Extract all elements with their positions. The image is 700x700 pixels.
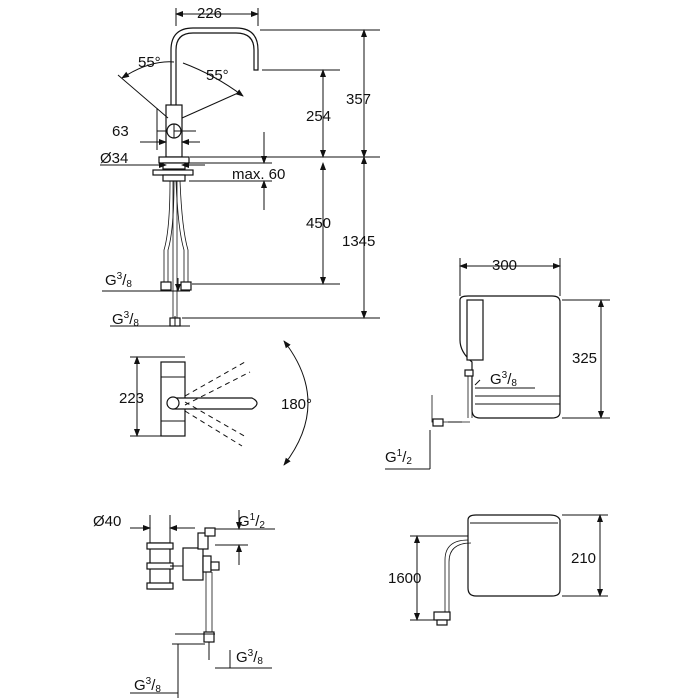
heater-side-body	[467, 514, 561, 597]
valve-diameter-label: Ø40	[93, 513, 121, 530]
valve-assembly: Ø40 G1/2 G3/8 G3/8	[93, 510, 275, 698]
dim-height-total: 357	[346, 91, 371, 108]
angle-arc-right	[182, 62, 244, 97]
angle-left-label: 55°	[138, 54, 161, 71]
dim-heater-width: 300	[492, 257, 517, 274]
dim-hose-length: 450	[306, 215, 331, 232]
dim-diameter: Ø34	[100, 150, 128, 167]
faucet-top-view: 180° 223	[119, 340, 312, 466]
heater-inlet-label: G1/2	[385, 448, 412, 467]
dim-cable-length: 1600	[388, 570, 421, 587]
top-view-spout	[172, 397, 258, 410]
dim-depth: 223	[119, 390, 144, 407]
dim-spout-height: 254	[306, 108, 331, 125]
faucet-hoses	[160, 180, 192, 327]
valve-top-conn-label: G1/2	[238, 512, 265, 531]
angle-arc-left	[121, 61, 175, 79]
heater-cable	[444, 539, 469, 612]
conn-upper-label: G3/8	[105, 271, 132, 290]
dim-heater-depth: 210	[571, 550, 596, 567]
faucet-side-view: 226 55° 55° 357 254 63 Ø34 max. 60	[100, 5, 380, 329]
dim-heater-height: 325	[572, 350, 597, 367]
dim-lever-offset: 63	[112, 123, 129, 140]
dim-width-label: 226	[197, 5, 222, 22]
rotation-arc	[283, 340, 309, 466]
valve-block	[182, 547, 204, 581]
dim-overall: 1345	[342, 233, 375, 250]
heater-outlet-label: G3/8	[490, 370, 517, 389]
rotation-label: 180°	[281, 396, 312, 413]
valve-bottom-conn-label: G3/8	[134, 676, 161, 695]
heater-front-view: 300 325 G3/8 G1/2	[385, 257, 610, 470]
heater-side-view: 210 1600	[388, 514, 608, 626]
conn-lower-label: G3/8	[112, 310, 139, 329]
dim-max-deck: max. 60	[232, 166, 285, 183]
angle-right-label: 55°	[206, 67, 229, 84]
valve-right-conn-label: G3/8	[236, 648, 263, 667]
faucet-base	[158, 156, 190, 164]
faucet-spout	[170, 27, 259, 113]
heater-plug	[433, 611, 451, 621]
